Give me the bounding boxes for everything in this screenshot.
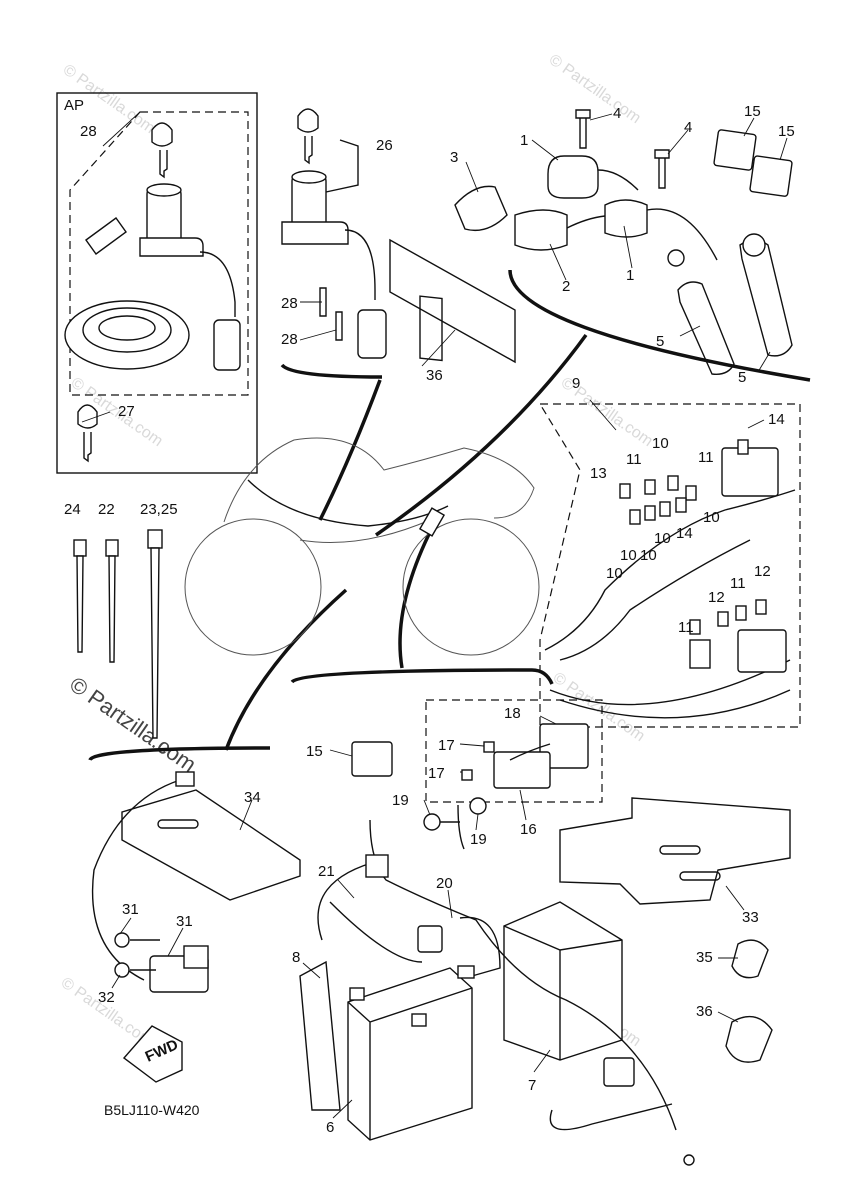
rider-card bbox=[389, 238, 516, 364]
leader-lines bbox=[81, 111, 788, 1119]
callout-17: 17 bbox=[428, 765, 445, 782]
callout-28: 28 bbox=[281, 331, 298, 348]
diagram-code: B5LJ110-W420 bbox=[104, 1102, 200, 1118]
battery-band-8 bbox=[299, 960, 341, 1111]
watermark-text-large: © Partzilla.com bbox=[65, 672, 201, 778]
spark-plug-caps bbox=[667, 233, 793, 375]
callout-28: 28 bbox=[281, 295, 298, 312]
callout-4: 4 bbox=[684, 119, 692, 136]
callout-5: 5 bbox=[738, 369, 746, 386]
callout-12: 12 bbox=[708, 589, 725, 606]
wire-harness-detail-box bbox=[538, 403, 801, 728]
callout-11: 11 bbox=[626, 451, 642, 468]
connector-lines bbox=[88, 269, 811, 762]
callout-18: 18 bbox=[504, 705, 521, 722]
key-27-icon bbox=[77, 404, 98, 463]
callout-31: 32 bbox=[98, 989, 115, 1006]
callout-10: 10 bbox=[703, 509, 720, 526]
battery-band-32 bbox=[559, 797, 791, 905]
clamp-34-35 bbox=[725, 939, 773, 1063]
callout-34: 35 bbox=[696, 949, 713, 966]
wire-lead bbox=[91, 779, 181, 981]
relay-15-icons bbox=[713, 129, 793, 197]
callout-11: 11 bbox=[698, 449, 714, 466]
callout-14: 14 bbox=[676, 525, 693, 542]
callout-9: 9 bbox=[572, 375, 580, 392]
callout-labels: 28 27 26 28 28 36 1 1 2 3 4 4 5 5 15 15 … bbox=[64, 103, 795, 1136]
main-switch-26 bbox=[281, 108, 387, 359]
callout-1: 1 bbox=[520, 132, 528, 149]
callout-6: 6 bbox=[326, 1119, 334, 1136]
callout-19: 19 bbox=[470, 831, 487, 848]
ap-kit-box: AP bbox=[56, 92, 258, 474]
callout-10: 10 bbox=[652, 435, 669, 452]
callout-10: 10 bbox=[620, 547, 637, 564]
cable-ties bbox=[73, 529, 163, 739]
battery-cables bbox=[317, 819, 695, 1166]
seat-lock-icon bbox=[85, 217, 127, 255]
callout-15: 15 bbox=[306, 743, 323, 760]
relay-15-icon bbox=[351, 741, 393, 777]
callout-17: 17 bbox=[438, 737, 455, 754]
cover-plate-33 bbox=[121, 789, 301, 901]
battery-box-7 bbox=[503, 901, 623, 1061]
callout-10: 10 bbox=[606, 565, 623, 582]
watermark-text: © Partzilla.com bbox=[546, 51, 644, 127]
callout-16: 16 bbox=[520, 821, 537, 838]
callout-20: 20 bbox=[436, 875, 453, 892]
callout-23-25: 23,25 bbox=[140, 501, 178, 518]
callout-24: 24 bbox=[64, 501, 81, 518]
ignition-coils bbox=[514, 155, 718, 261]
callout-4: 4 bbox=[613, 105, 621, 122]
callout-14: 14 bbox=[768, 411, 785, 428]
callout-11: 11 bbox=[678, 619, 694, 636]
callout-10: 10 bbox=[654, 530, 671, 547]
bolt-4-icons bbox=[575, 109, 670, 189]
callout-31: 31 bbox=[122, 901, 139, 918]
fuse-icons bbox=[619, 439, 767, 635]
callout-13: 13 bbox=[590, 465, 607, 482]
main-switch-assembly bbox=[139, 183, 241, 371]
vehicle-outline bbox=[184, 437, 540, 656]
callout-7: 7 bbox=[528, 1077, 536, 1094]
callout-29: 28 bbox=[80, 123, 97, 140]
callout-8: 8 bbox=[292, 949, 300, 966]
callout-35: 36 bbox=[696, 1003, 713, 1020]
callout-27: 27 bbox=[118, 403, 135, 420]
callout-10: 10 bbox=[640, 547, 657, 564]
starter-relay-30 bbox=[114, 932, 209, 993]
callout-1: 1 bbox=[626, 267, 634, 284]
callout-36: 36 bbox=[426, 367, 443, 384]
ap-box-label: AP bbox=[64, 97, 84, 114]
screw-19-icons bbox=[423, 797, 487, 831]
callout-12: 12 bbox=[754, 563, 771, 580]
callout-33: 34 bbox=[244, 789, 261, 806]
callout-32: 33 bbox=[742, 909, 759, 926]
callout-5: 5 bbox=[656, 333, 664, 350]
callout-15: 15 bbox=[778, 123, 795, 140]
battery bbox=[347, 967, 473, 1141]
cap-3 bbox=[454, 185, 508, 232]
callout-2: 2 bbox=[562, 278, 570, 295]
relay-assembly-box bbox=[425, 699, 603, 803]
callout-30: 31 bbox=[176, 913, 193, 930]
fwd-arrow-icon: FWD bbox=[122, 1025, 183, 1083]
callout-22: 22 bbox=[98, 501, 115, 518]
callout-26: 26 bbox=[376, 137, 393, 154]
callout-21: 21 bbox=[318, 863, 335, 880]
callout-15: 15 bbox=[744, 103, 761, 120]
callout-11: 11 bbox=[730, 575, 746, 592]
connector-icon bbox=[175, 771, 195, 787]
fuel-tank-cap bbox=[64, 300, 190, 370]
callout-19: 19 bbox=[392, 792, 409, 809]
key-icon bbox=[151, 122, 173, 179]
ground-lead bbox=[457, 804, 465, 850]
callout-3: 3 bbox=[450, 149, 458, 166]
